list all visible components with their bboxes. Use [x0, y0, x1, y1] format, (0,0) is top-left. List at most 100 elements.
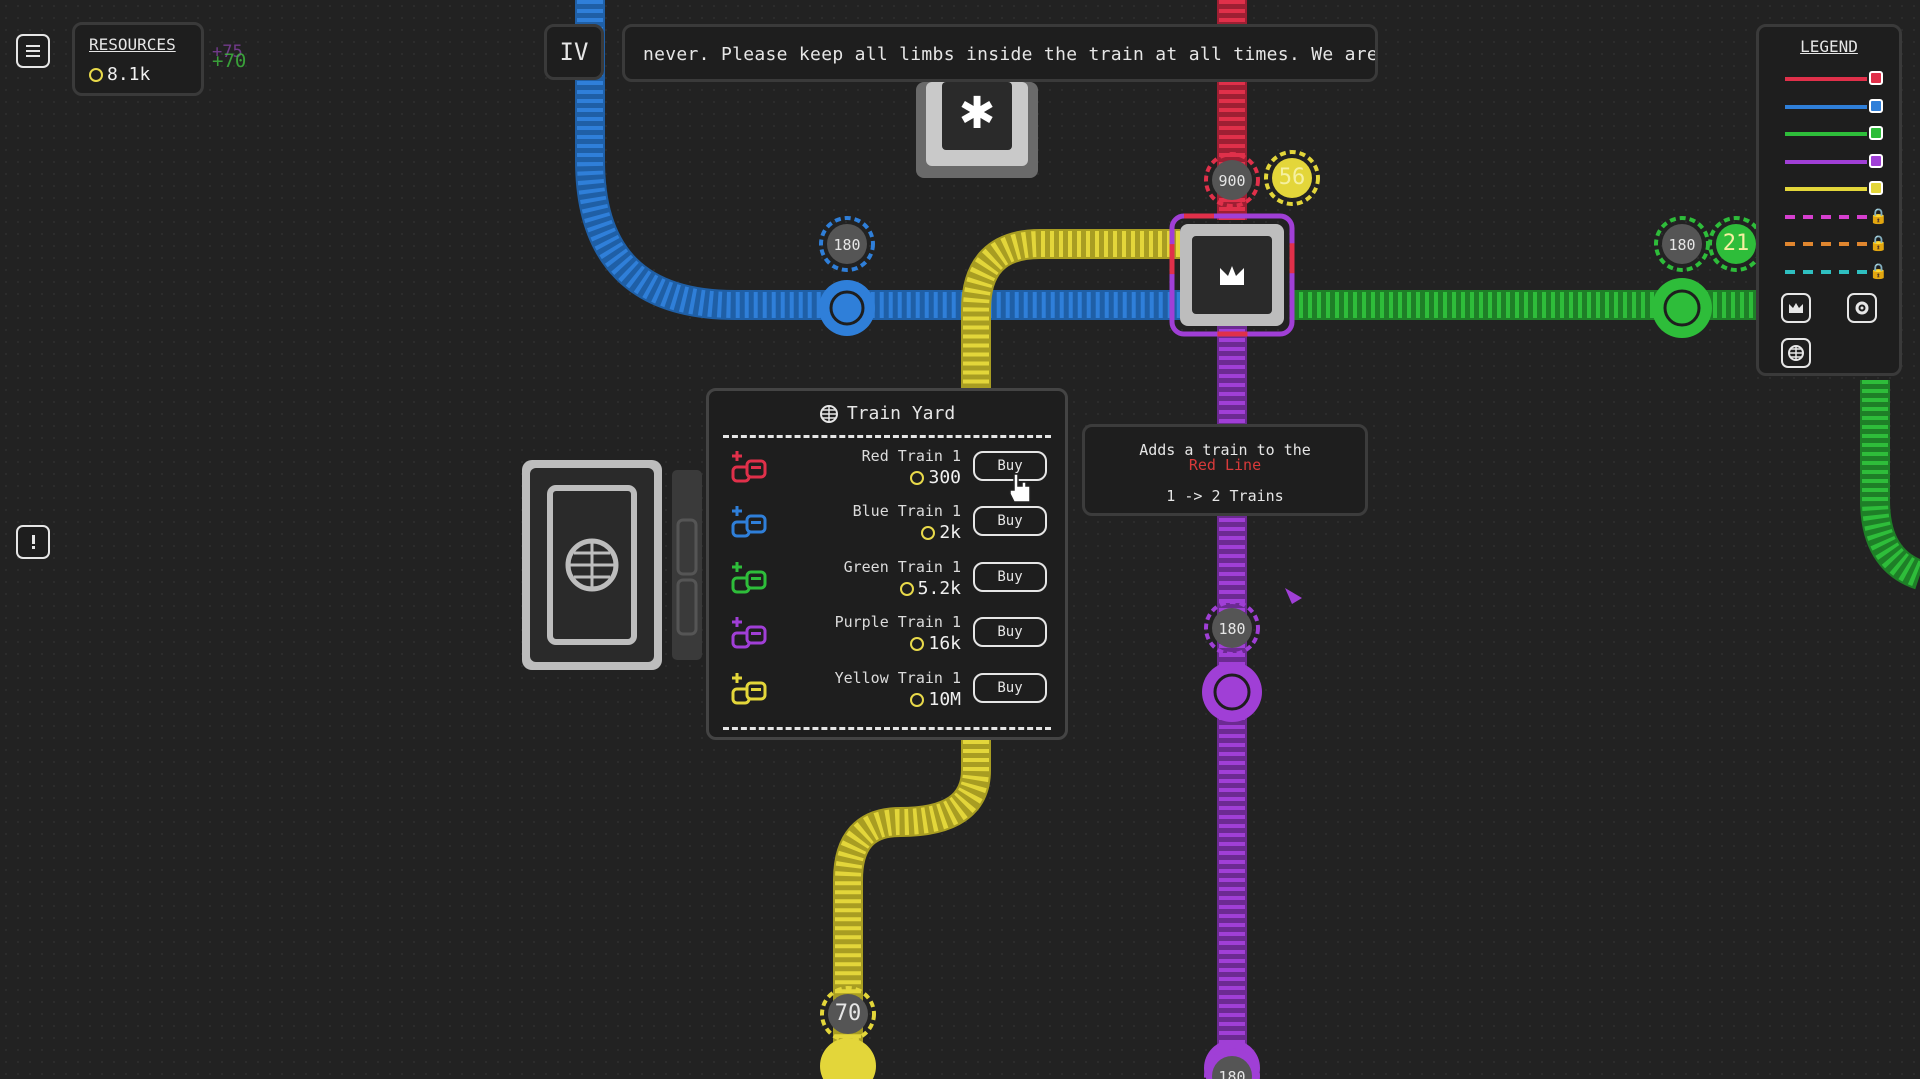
train-price: 10M: [910, 689, 961, 710]
ticker-text: never. Please keep all limbs inside the …: [643, 44, 1378, 65]
passenger-count: 21: [1723, 231, 1750, 256]
train-price-value: 300: [928, 467, 961, 488]
train-price: 16k: [910, 633, 961, 654]
level-badge: IV: [544, 24, 604, 80]
passenger-count: 180: [833, 236, 860, 254]
station-purple[interactable]: [1202, 662, 1262, 722]
globe-icon: [819, 404, 838, 423]
central-hub-station[interactable]: [1169, 213, 1295, 337]
resources-panel: RESOURCES 8.1k: [72, 22, 204, 96]
news-ticker: never. Please keep all limbs inside the …: [622, 24, 1378, 82]
train-yard-header: Train Yard: [709, 403, 1065, 424]
add-train-icon: [731, 506, 767, 538]
legend-line-swatch: [1785, 270, 1867, 274]
train-tooltip: Adds a train to the Red Line 1 -> 2 Trai…: [1082, 424, 1368, 516]
passenger-count: 56: [1279, 165, 1306, 190]
purple-train-sprite: [1285, 588, 1302, 604]
passenger-counter: 180: [1654, 216, 1710, 272]
legend-row[interactable]: [1785, 154, 1885, 170]
legend-line-knob: [1869, 71, 1883, 85]
alert-button[interactable]: [16, 525, 50, 559]
yellow-line-track: [833, 229, 1180, 1079]
buy-train-button[interactable]: Buy: [973, 617, 1047, 647]
train-price: 2k: [921, 522, 961, 543]
station-green[interactable]: [1652, 278, 1712, 338]
legend-row[interactable]: 🔒: [1785, 234, 1888, 252]
blue-line-track: [575, 0, 1180, 320]
train-price: 5.2k: [899, 578, 961, 599]
legend-line-swatch: [1785, 105, 1867, 109]
add-train-icon: [731, 451, 767, 483]
coin-icon: [910, 692, 925, 707]
coin-icon: [910, 470, 925, 485]
gear-depot[interactable]: ✱: [916, 82, 1038, 178]
buy-train-button[interactable]: Buy: [973, 562, 1047, 592]
station-yellow[interactable]: [820, 1038, 876, 1079]
tooltip-train-count: 1 -> 2 Trains: [1166, 487, 1284, 505]
train-yard-row: Green Train 1 5.2k Buy: [723, 552, 1057, 602]
legend-line-knob: [1869, 126, 1883, 140]
legend-line-swatch: [1785, 160, 1867, 164]
gear-icon: [1855, 301, 1869, 315]
crown-icon: [1789, 303, 1803, 313]
lock-icon: 🔒: [1869, 234, 1888, 252]
legend-line-swatch: [1785, 242, 1867, 246]
legend-row[interactable]: [1785, 126, 1885, 142]
passenger-count: 180: [1668, 236, 1695, 254]
station-blue[interactable]: [819, 280, 875, 336]
train-price-value: 5.2k: [917, 578, 961, 599]
settings-button[interactable]: [1847, 293, 1877, 323]
add-train-icon: [731, 562, 767, 594]
passenger-counter: 180: [1204, 600, 1260, 656]
income-purple: +75: [212, 42, 243, 62]
train-yard-building[interactable]: [522, 460, 702, 670]
divider: [723, 435, 1051, 438]
legend-line-swatch: [1785, 215, 1867, 219]
resources-value: 8.1k: [89, 64, 150, 85]
coin-icon: [89, 67, 103, 82]
legend-line-swatch: [1785, 187, 1867, 191]
add-train-icon: [731, 673, 767, 705]
legend-line-knob: [1869, 181, 1883, 195]
legend-row[interactable]: [1785, 99, 1885, 115]
passenger-count: 70: [835, 1001, 862, 1026]
legend-row[interactable]: [1785, 181, 1885, 197]
tooltip-line-1: Adds a train to the: [1139, 441, 1311, 459]
train-name: Blue Train 1: [852, 502, 961, 520]
resources-title: RESOURCES: [89, 35, 176, 54]
add-train-icon: [731, 617, 767, 649]
buy-train-button[interactable]: Buy: [973, 451, 1047, 481]
pointer-cursor: [1009, 473, 1031, 503]
menu-button[interactable]: [16, 34, 50, 68]
crown-button[interactable]: [1781, 293, 1811, 323]
buy-train-button[interactable]: Buy: [973, 673, 1047, 703]
legend-line-swatch: [1785, 132, 1867, 136]
legend-line-knob: [1869, 99, 1883, 113]
menu-icon: [26, 45, 40, 57]
train-name: Green Train 1: [843, 558, 961, 576]
passenger-counter: 900: [1204, 152, 1260, 208]
legend-panel: LEGEND 🔒 🔒 🔒: [1756, 24, 1902, 376]
passenger-counter: 180: [819, 216, 875, 272]
legend-row[interactable]: [1785, 71, 1885, 87]
train-price-value: 16k: [928, 633, 961, 654]
coin-icon: [899, 581, 914, 596]
legend-line-knob: [1869, 154, 1883, 168]
resources-amount: 8.1k: [107, 64, 151, 85]
train-price-value: 2k: [939, 522, 961, 543]
train-yard-title: Train Yard: [846, 403, 956, 424]
legend-title: LEGEND: [1800, 37, 1858, 56]
buy-train-button[interactable]: Buy: [973, 506, 1047, 536]
train-yard-button[interactable]: [1781, 338, 1811, 368]
crown-icon: [1220, 266, 1244, 285]
legend-line-swatch: [1785, 77, 1867, 81]
train-price: 300: [910, 467, 961, 488]
legend-row[interactable]: 🔒: [1785, 208, 1888, 225]
level-text: IV: [559, 38, 589, 66]
income-green: +70: [212, 50, 247, 72]
legend-row[interactable]: 🔒: [1785, 263, 1888, 280]
